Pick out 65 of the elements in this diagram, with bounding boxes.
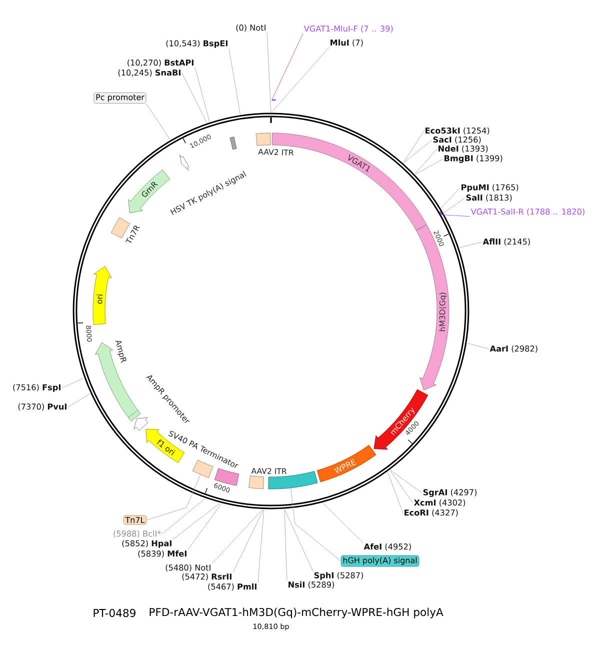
feature-tag: Tn7L [123, 515, 147, 525]
leader-line [415, 158, 444, 174]
site-label: (5480) NotI [166, 564, 210, 572]
leader-line [403, 140, 432, 163]
site-label: SgrAI (4297) [423, 489, 476, 497]
leader-line [390, 470, 414, 504]
leader-line [182, 72, 208, 123]
site-label: SacI (1256) [433, 136, 481, 144]
leader-line [146, 103, 170, 140]
leader-line [414, 148, 438, 174]
site-label: XcmI (4302) [414, 499, 466, 507]
leader-line [68, 393, 90, 408]
leader-line [403, 130, 424, 163]
site-label: (5467) PmlI [208, 583, 256, 591]
site-label: AfeI (4952) [364, 543, 411, 551]
leader-line [440, 188, 460, 208]
leader-line [258, 510, 264, 583]
leader-line [467, 342, 490, 350]
feature-tag: Pc promoter [94, 92, 146, 104]
leader-line [162, 498, 206, 534]
site-label: Eco53kI (1254) [426, 127, 490, 135]
site-label: SalI (1813) [466, 194, 512, 202]
leader-line [62, 378, 84, 388]
site-label: SphI (5287) [314, 572, 363, 580]
site-label: (5472) RsrII [182, 573, 232, 581]
site-label: (7516) FspI [13, 384, 60, 392]
site-label: AflII (2145) [482, 238, 530, 246]
leader-line [390, 470, 422, 494]
leader-line [232, 510, 264, 573]
title: PFD-rAAV-VGAT1-hM3D(Gq)-mCherry-WPRE-hGH polyA [150, 608, 444, 618]
site-label: (5839) MfeI [138, 550, 186, 558]
feature-tag: hGH poly(A) signal [340, 555, 420, 567]
site-label: NdeI (1393) [438, 145, 488, 153]
leader-line [459, 242, 482, 248]
leader-line [444, 198, 466, 213]
primer-label: VGAT1-SalI-R (1788 .. 1820) [470, 208, 584, 216]
leader-line [188, 503, 222, 550]
feature-box [230, 136, 237, 150]
leader-line [266, 32, 272, 112]
leader-line [146, 474, 201, 520]
leader-line [290, 488, 342, 562]
site-label: BmgBI (1399) [444, 155, 502, 163]
id-label: PT-0489 [94, 608, 136, 618]
leader-line [272, 47, 330, 112]
leader-line [322, 502, 364, 543]
site-label: EcoRI (4327) [404, 509, 458, 517]
site-label: (10,543) BspEI [166, 40, 228, 48]
site-label: (5988) BclI* [114, 530, 161, 538]
leader-line [284, 509, 314, 572]
primer-label: VGAT1-MluI-F (7 .. 39) [304, 25, 393, 33]
site-label: AarI (2982) [490, 345, 538, 353]
leader-line [172, 503, 220, 540]
site-label: (0) NotI [236, 24, 266, 32]
leader-line [228, 48, 240, 115]
leader-line [194, 67, 210, 122]
site-label: PpuMI (1765) [462, 184, 518, 192]
site-label: (5852) HpaI [122, 540, 172, 548]
leader-line [284, 509, 288, 581]
site-label: (7370) PvuI [18, 403, 66, 411]
leader-line [212, 510, 263, 564]
site-label: (10,245) SnaBI [118, 69, 180, 77]
site-label: NsiI (5289) [288, 581, 334, 589]
site-label: MluI (7) [330, 39, 363, 47]
leader-line [387, 472, 404, 514]
site-label: (10,270) BstAPI [128, 59, 194, 67]
